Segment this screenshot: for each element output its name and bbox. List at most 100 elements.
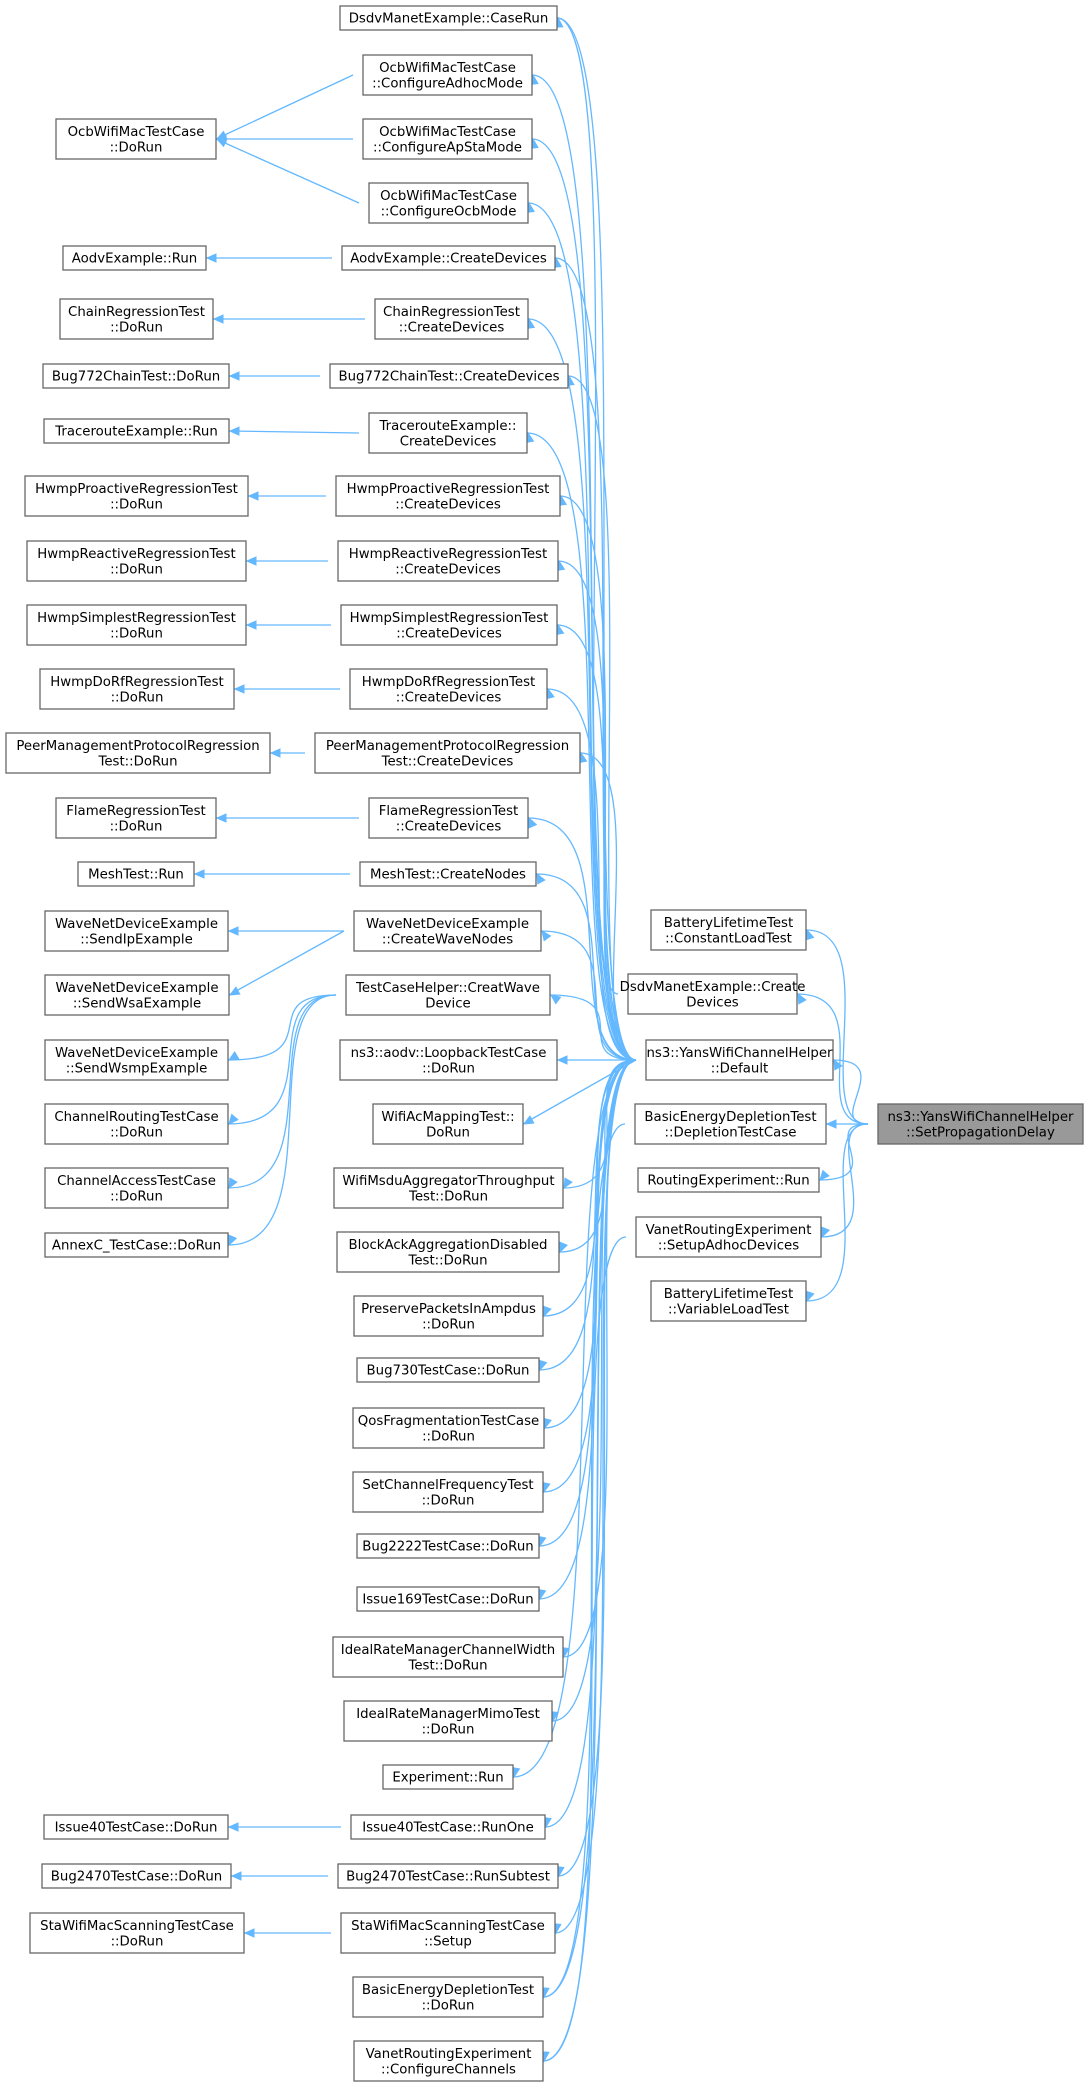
node-default[interactable]: ns3::YansWifiChannelHelper::Default — [645, 1039, 834, 1081]
node-label: TracerouteExample:: — [378, 419, 516, 434]
node-hwmpr-create[interactable]: HwmpReactiveRegressionTest::CreateDevice… — [337, 540, 559, 582]
node-label: ::DoRun — [422, 1998, 475, 2013]
node-routing-run[interactable]: RoutingExperiment::Run — [637, 1167, 820, 1193]
node-label: ns3::aodv::LoopbackTestCase — [351, 1046, 547, 1061]
arrowhead — [228, 371, 240, 381]
node-vanet-setup[interactable]: VanetRoutingExperiment::SetupAdhocDevice… — [635, 1216, 822, 1258]
node-dsdv-create[interactable]: DsdvManetExample::CreateDevices — [620, 973, 806, 1015]
node-battery-var[interactable]: BatteryLifetimeTest::VariableLoadTest — [650, 1280, 807, 1322]
node-bug772-dorun[interactable]: Bug772ChainTest::DoRun — [42, 363, 230, 389]
node-bug730[interactable]: Bug730TestCase::DoRun — [356, 1357, 540, 1383]
node-wifiac[interactable]: WifiAcMappingTest::DoRun — [372, 1103, 524, 1145]
node-idealmimo[interactable]: IdealRateManagerMimoTest::DoRun — [343, 1700, 553, 1742]
node-label: IdealRateManagerChannelWidth — [341, 1643, 555, 1658]
node-hwmpp-create[interactable]: HwmpProactiveRegressionTest::CreateDevic… — [335, 475, 561, 517]
node-label: BatteryLifetimeTest — [664, 1287, 793, 1302]
node-box — [341, 245, 556, 271]
node-qosfrag[interactable]: QosFragmentationTestCase::DoRun — [352, 1407, 545, 1449]
node-issue169[interactable]: Issue169TestCase::DoRun — [356, 1586, 540, 1612]
node-peer-dorun[interactable]: PeerManagementProtocolRegressionTest::Do… — [5, 732, 271, 774]
node-basic-depl[interactable]: BasicEnergyDepletionTest::DepletionTestC… — [634, 1103, 827, 1145]
node-box — [335, 475, 561, 517]
node-mesh-create[interactable]: MeshTest::CreateNodes — [359, 861, 537, 887]
node-bug2222[interactable]: Bug2222TestCase::DoRun — [356, 1533, 540, 1559]
node-dsdv-caserun[interactable]: DsdvManetExample::CaseRun — [339, 5, 558, 31]
node-box — [5, 732, 271, 774]
arrowhead — [227, 926, 239, 936]
node-box — [339, 1039, 558, 1081]
node-label: Test::DoRun — [408, 1189, 488, 1204]
node-bug2470-sub[interactable]: Bug2470TestCase::RunSubtest — [337, 1863, 559, 1889]
call-edge — [557, 560, 637, 1061]
node-aodv-create[interactable]: AodvExample::CreateDevices — [341, 245, 556, 271]
node-label: Bug2470TestCase::DoRun — [51, 1870, 222, 1885]
node-battery-const[interactable]: BatteryLifetimeTest::ConstantLoadTest — [650, 909, 807, 951]
node-wave-wsa[interactable]: WaveNetDeviceExample::SendWsaExample — [44, 974, 230, 1016]
node-wave-wsmp[interactable]: WaveNetDeviceExample::SendWsmpExample — [44, 1039, 229, 1081]
node-trace-create[interactable]: TracerouteExample::CreateDevices — [368, 412, 528, 454]
node-label: ::DoRun — [110, 562, 163, 577]
node-aodv-loop[interactable]: ns3::aodv::LoopbackTestCase::DoRun — [339, 1039, 558, 1081]
node-setchan[interactable]: SetChannelFrequencyTest::DoRun — [352, 1471, 544, 1513]
node-chacc[interactable]: ChannelAccessTestCase::DoRun — [44, 1167, 229, 1209]
call-edge — [796, 993, 869, 1125]
node-label: ::CreateDevices — [396, 626, 502, 641]
arrowhead — [228, 986, 241, 996]
node-chain-create[interactable]: ChainRegressionTest::CreateDevices — [374, 298, 529, 340]
node-peer-create[interactable]: PeerManagementProtocolRegressionTest::Cr… — [314, 732, 581, 774]
node-hwmps-create[interactable]: HwmpSimplestRegressionTest::CreateDevice… — [340, 604, 558, 646]
node-flame-dorun[interactable]: FlameRegressionTest::DoRun — [55, 797, 217, 839]
function-nodes: ns3::YansWifiChannelHelper::SetPropagati… — [5, 5, 1084, 2082]
node-box — [362, 54, 533, 96]
node-label: Bug772ChainTest::CreateDevices — [338, 370, 559, 385]
node-issue40-dorun[interactable]: Issue40TestCase::DoRun — [43, 1814, 229, 1840]
node-exprun[interactable]: Experiment::Run — [382, 1764, 514, 1790]
arrowhead — [825, 1119, 837, 1129]
node-flame-create[interactable]: FlameRegressionTest::CreateDevices — [368, 797, 529, 839]
node-trace-run[interactable]: TracerouteExample::Run — [43, 418, 230, 444]
node-vanet-conf[interactable]: VanetRoutingExperiment::ConfigureChannel… — [353, 2040, 544, 2082]
node-label: ::SendWsmpExample — [66, 1061, 208, 1076]
node-hwmps-dorun[interactable]: HwmpSimplestRegressionTest::DoRun — [26, 604, 247, 646]
node-ocb-dorun[interactable]: OcbWifiMacTestCase::DoRun — [55, 118, 217, 160]
node-label: WaveNetDeviceExample — [55, 1046, 218, 1061]
node-chrout[interactable]: ChannelRoutingTestCase::DoRun — [44, 1103, 229, 1145]
node-wave-ip[interactable]: WaveNetDeviceExample::SendIpExample — [44, 910, 229, 952]
arrowhead — [215, 138, 228, 148]
node-issue40-runone[interactable]: Issue40TestCase::RunOne — [350, 1814, 546, 1840]
node-target[interactable]: ns3::YansWifiChannelHelper::SetPropagati… — [877, 1103, 1084, 1145]
node-hwmpd-dorun[interactable]: HwmpDoRfRegressionTest::DoRun — [39, 668, 235, 710]
node-basic-dorun[interactable]: BasicEnergyDepletionTest::DoRun — [352, 1976, 544, 2018]
node-stawifi-setup[interactable]: StaWifiMacScanningTestCase::Setup — [340, 1912, 556, 1954]
node-hwmpp-dorun[interactable]: HwmpProactiveRegressionTest::DoRun — [24, 475, 249, 517]
node-label: PeerManagementProtocolRegression — [326, 739, 569, 754]
arrowhead — [833, 1058, 843, 1071]
node-box — [44, 910, 229, 952]
arrowhead — [542, 1305, 552, 1318]
node-box — [314, 732, 581, 774]
node-label: HwmpProactiveRegressionTest — [347, 482, 550, 497]
node-wave-create[interactable]: WaveNetDeviceExample::CreateWaveNodes — [353, 910, 542, 952]
node-label: ::DoRun — [110, 626, 163, 641]
node-ocb-adhoc[interactable]: OcbWifiMacTestCase::ConfigureAdhocMode — [362, 54, 533, 96]
node-hwmpr-dorun[interactable]: HwmpReactiveRegressionTest::DoRun — [26, 540, 247, 582]
node-annexc[interactable]: AnnexC_TestCase::DoRun — [44, 1232, 229, 1258]
node-ocb-apsta[interactable]: OcbWifiMacTestCase::ConfigureApStaMode — [362, 118, 533, 160]
node-stawifi-dorun[interactable]: StaWifiMacScanningTestCase::DoRun — [29, 1912, 245, 1954]
node-ocb-ocb[interactable]: OcbWifiMacTestCase::ConfigureOcbMode — [368, 182, 529, 224]
node-preserve[interactable]: PreservePacketsInAmpdus::DoRun — [353, 1295, 544, 1337]
node-hwmpd-create[interactable]: HwmpDoRfRegressionTest::CreateDevices — [349, 668, 548, 710]
node-bug772-create[interactable]: Bug772ChainTest::CreateDevices — [329, 363, 569, 389]
node-box — [635, 1216, 822, 1258]
node-aodv-run[interactable]: AodvExample::Run — [62, 245, 207, 271]
node-chain-dorun[interactable]: ChainRegressionTest::DoRun — [59, 298, 214, 340]
call-edge — [542, 1059, 637, 1317]
arrowhead — [538, 1359, 548, 1372]
call-edge — [832, 1059, 869, 1125]
node-bug2470-dorun[interactable]: Bug2470TestCase::DoRun — [41, 1863, 232, 1889]
node-mesh-run[interactable]: MeshTest::Run — [77, 861, 195, 887]
